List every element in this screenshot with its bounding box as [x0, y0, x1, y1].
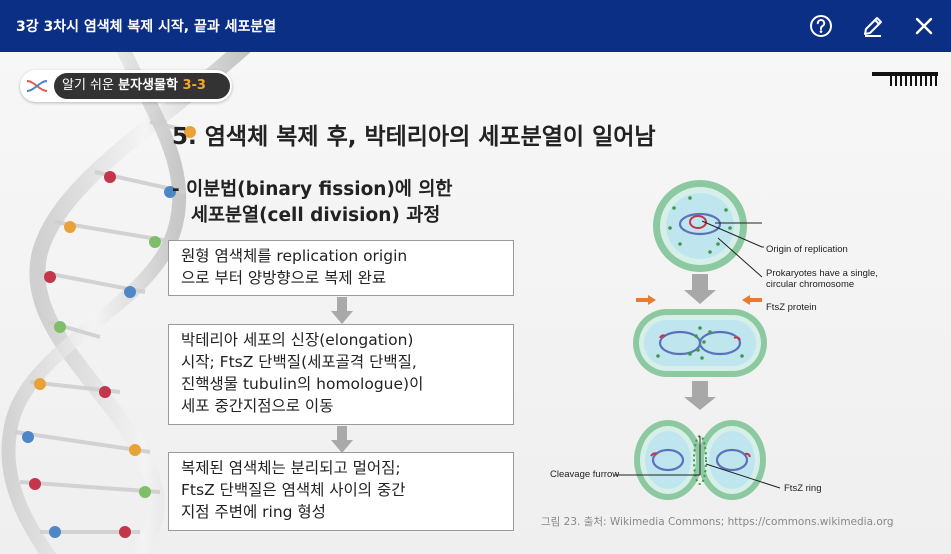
label-origin: Origin of replication — [766, 244, 848, 255]
step-box-2: 박테리아 세포의 신장(elongation) 시작; FtsZ 단백질(세포골… — [168, 324, 514, 425]
close-icon[interactable] — [910, 12, 938, 40]
cell-stage-2 — [633, 309, 767, 377]
left-arrow-icon — [636, 295, 656, 305]
slide-subheading: - 이분법(binary fission)에 의한 세포분열(cell divi… — [172, 177, 452, 229]
edit-icon[interactable] — [859, 12, 887, 40]
dna-logo-icon — [22, 71, 52, 101]
course-badge: 알기 쉬운 분자생물학 3-3 — [20, 70, 232, 102]
label-ftsz-ring: FtsZ ring — [784, 483, 821, 494]
course-number: 3-3 — [182, 78, 206, 93]
down-arrow-icon — [684, 274, 716, 304]
slide-heading: 5. 염색체 복제 후, 박테리아의 세포분열이 일어남 — [172, 124, 656, 150]
subheading-line: 세포분열(cell division) 과정 — [191, 205, 441, 226]
label-chromosome-line1: Prokaryotes have a single, — [766, 268, 878, 279]
label-cleavage-furrow: Cleavage furrow — [550, 469, 619, 480]
down-arrow-icon — [684, 381, 716, 410]
step-text: 지점 주변에 ring 형성 — [181, 503, 326, 521]
title-bar: 3강 3차시 염색체 복제 시작, 끝과 세포분열 — [0, 0, 951, 52]
right-arrow-icon — [742, 295, 762, 305]
lecture-slide: 알기 쉬운 분자생물학 3-3 5. 염색체 복제 후, 박테리아의 세포분열이… — [0, 52, 951, 554]
step-text: 복제된 염색체는 분리되고 멀어짐; — [181, 459, 401, 477]
course-name: 알기 쉬운 분자생물학 3-3 — [54, 73, 230, 99]
course-prefix: 알기 쉬운 — [62, 78, 119, 93]
step-text: 진핵생물 tubulin의 homologue)이 — [181, 375, 424, 393]
cell-stage-1 — [653, 180, 747, 272]
step-box-3: 복제된 염색체는 분리되고 멀어짐; FtsZ 단백질은 염색체 사이의 중간 … — [168, 452, 514, 531]
step-box-1: 원형 염색체를 replication origin 으로 부터 양방향으로 복… — [168, 240, 514, 296]
label-chromosome-line2: circular chromosome — [766, 279, 854, 290]
brand-logo-icon — [872, 72, 938, 86]
label-ftsz-protein: FtsZ protein — [766, 302, 817, 313]
step-text: 세포 중간지점으로 이동 — [181, 397, 334, 415]
down-arrow-icon — [331, 297, 353, 324]
step-text: 원형 염색체를 replication origin — [181, 247, 408, 265]
step-text: 시작; FtsZ 단백질(세포골격 단백질, — [181, 353, 417, 371]
down-arrow-icon — [331, 426, 353, 453]
step-text: 박테리아 세포의 신장(elongation) — [181, 331, 414, 349]
step-text: FtsZ 단백질은 염색체 사이의 중간 — [181, 481, 406, 499]
subheading-line: - 이분법(binary fission)에 의한 — [172, 179, 453, 200]
figure-caption: 그림 23. 출처: Wikimedia Commons; https://co… — [541, 516, 894, 528]
step-text: 으로 부터 양방향으로 복제 완료 — [181, 269, 387, 287]
binary-fission-diagram: Origin of replication Prokaryotes have a… — [550, 180, 878, 500]
dna-helix-illustration — [1, 52, 251, 554]
lecture-title: 3강 3차시 염색체 복제 시작, 끝과 세포분열 — [16, 19, 277, 35]
course-subject: 분자생물학 — [118, 78, 183, 93]
help-icon[interactable] — [807, 12, 835, 40]
